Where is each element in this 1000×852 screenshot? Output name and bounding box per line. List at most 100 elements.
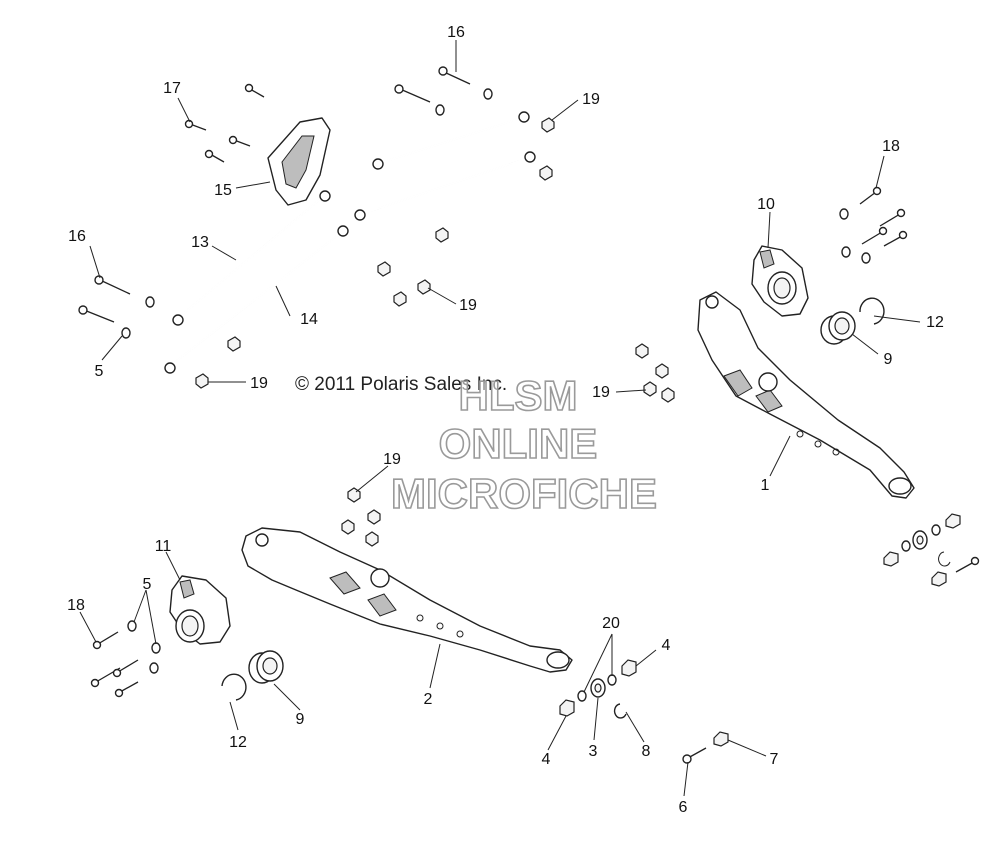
bolt-17-a[interactable]: [184, 119, 207, 131]
callout-11: 11: [155, 538, 172, 555]
callout-10: 10: [757, 196, 775, 213]
washer-b[interactable]: [483, 88, 493, 100]
nut-l19-d[interactable]: [365, 531, 379, 547]
trailing-arm-2[interactable]: [241, 527, 573, 673]
callout-12-left: 12: [229, 734, 247, 751]
upper-rod-b[interactable]: [354, 151, 536, 221]
callout-5-upper: 5: [95, 363, 104, 380]
nut-r19-b[interactable]: [655, 363, 669, 379]
tie-rod-13[interactable]: [172, 190, 331, 326]
bolt-right-d[interactable]: [883, 230, 908, 247]
washer-20-a[interactable]: [577, 690, 587, 702]
washer-5-b[interactable]: [151, 642, 161, 654]
washer-20-b[interactable]: [607, 674, 617, 686]
callout-3: 3: [589, 743, 598, 760]
bolt-upper-long[interactable]: [394, 84, 431, 103]
washer-5-c[interactable]: [149, 662, 159, 674]
bushing-right[interactable]: [912, 530, 928, 550]
bolt-left-c[interactable]: [112, 659, 139, 678]
callout-18-right: 18: [882, 138, 900, 155]
callout-9-left: 9: [296, 711, 305, 728]
washer-right-lower-1[interactable]: [901, 540, 911, 552]
callout-9-right: 9: [884, 351, 893, 368]
callout-17: 17: [163, 80, 181, 97]
nut-a[interactable]: [541, 117, 555, 133]
callout-4-left: 4: [542, 751, 551, 768]
washer-right-c[interactable]: [861, 252, 871, 264]
callout-13: 13: [191, 234, 209, 251]
callout-7: 7: [770, 751, 779, 768]
bearing-carrier-10[interactable]: [751, 245, 809, 317]
washer-c[interactable]: [145, 296, 155, 308]
bolt-right-c[interactable]: [861, 226, 888, 245]
nut-l19-b[interactable]: [367, 509, 381, 525]
snap-ring-12-left[interactable]: [221, 673, 247, 701]
nut-4-left[interactable]: [559, 699, 575, 717]
bolt-16-top[interactable]: [438, 66, 471, 85]
washer-right-lower-2[interactable]: [931, 524, 941, 536]
leader-lines: [79, 40, 921, 797]
callout-4-right: 4: [662, 637, 671, 654]
bolt-16-left[interactable]: [94, 275, 131, 295]
nut-d[interactable]: [377, 261, 391, 277]
upper-rod-a[interactable]: [372, 111, 530, 170]
nut-right-1[interactable]: [883, 551, 899, 567]
clip-8[interactable]: [613, 703, 627, 719]
washer-5-left[interactable]: [121, 327, 131, 339]
bolt-left-d[interactable]: [114, 681, 139, 698]
washer-5-a[interactable]: [127, 620, 137, 632]
nut-r19-a[interactable]: [635, 343, 649, 359]
callout-6: 6: [679, 799, 688, 816]
nut-e[interactable]: [417, 279, 431, 295]
bolt-18-right[interactable]: [859, 186, 882, 205]
watermark-line-2: ONLINE: [439, 420, 598, 467]
bolt-right-b[interactable]: [879, 208, 906, 227]
callout-19-left: 19: [250, 375, 268, 392]
bolt-17-c[interactable]: [228, 135, 251, 147]
nut-g[interactable]: [227, 336, 241, 352]
nut-c[interactable]: [435, 227, 449, 243]
bolt-left-lower[interactable]: [78, 305, 115, 323]
washer-a[interactable]: [435, 104, 445, 116]
bearing-9-left[interactable]: [248, 650, 284, 684]
callout-19-top: 19: [582, 91, 600, 108]
nut-4-right[interactable]: [621, 659, 637, 677]
bolt-right-lower[interactable]: [955, 556, 980, 573]
washer-right-a[interactable]: [839, 208, 849, 220]
bearing-carrier-11[interactable]: [169, 575, 231, 645]
callout-8: 8: [642, 743, 651, 760]
callout-19-right: 19: [592, 384, 610, 401]
callout-20: 20: [602, 615, 620, 632]
tie-rod-14[interactable]: [164, 225, 349, 374]
bolt-17-d[interactable]: [204, 149, 225, 163]
copyright-notice: © 2011 Polaris Sales Inc.: [295, 374, 507, 395]
bolt-17-b[interactable]: [244, 83, 265, 98]
callout-14: 14: [300, 311, 318, 328]
nut-b[interactable]: [539, 165, 553, 181]
nut-l19-c[interactable]: [341, 519, 355, 535]
callout-12-right: 12: [926, 314, 944, 331]
snap-ring-12-right[interactable]: [859, 297, 885, 325]
nut-right-2[interactable]: [945, 513, 961, 529]
nut-right-3[interactable]: [931, 571, 947, 587]
nut-r19-c[interactable]: [643, 381, 657, 397]
nut-f[interactable]: [393, 291, 407, 307]
nut-7[interactable]: [713, 731, 729, 747]
nut-r19-d[interactable]: [661, 387, 675, 403]
bracket-15[interactable]: [267, 117, 331, 206]
bushing-3[interactable]: [590, 678, 606, 698]
callout-1: 1: [761, 477, 770, 494]
callout-16-top: 16: [447, 24, 465, 41]
bolt-6[interactable]: [682, 747, 707, 764]
callout-19-mid: 19: [459, 297, 477, 314]
washer-right-b[interactable]: [841, 246, 851, 258]
nut-h[interactable]: [195, 373, 209, 389]
watermark-line-3: MICROFICHE: [391, 470, 657, 517]
bolt-18-left[interactable]: [92, 631, 119, 650]
watermark-line-1: HLSM: [459, 372, 578, 419]
trailing-arm-1[interactable]: [697, 291, 915, 499]
callout-15: 15: [214, 182, 232, 199]
bearing-9-right[interactable]: [820, 311, 856, 345]
callout-18-left: 18: [67, 597, 85, 614]
clip-right[interactable]: [938, 551, 951, 567]
